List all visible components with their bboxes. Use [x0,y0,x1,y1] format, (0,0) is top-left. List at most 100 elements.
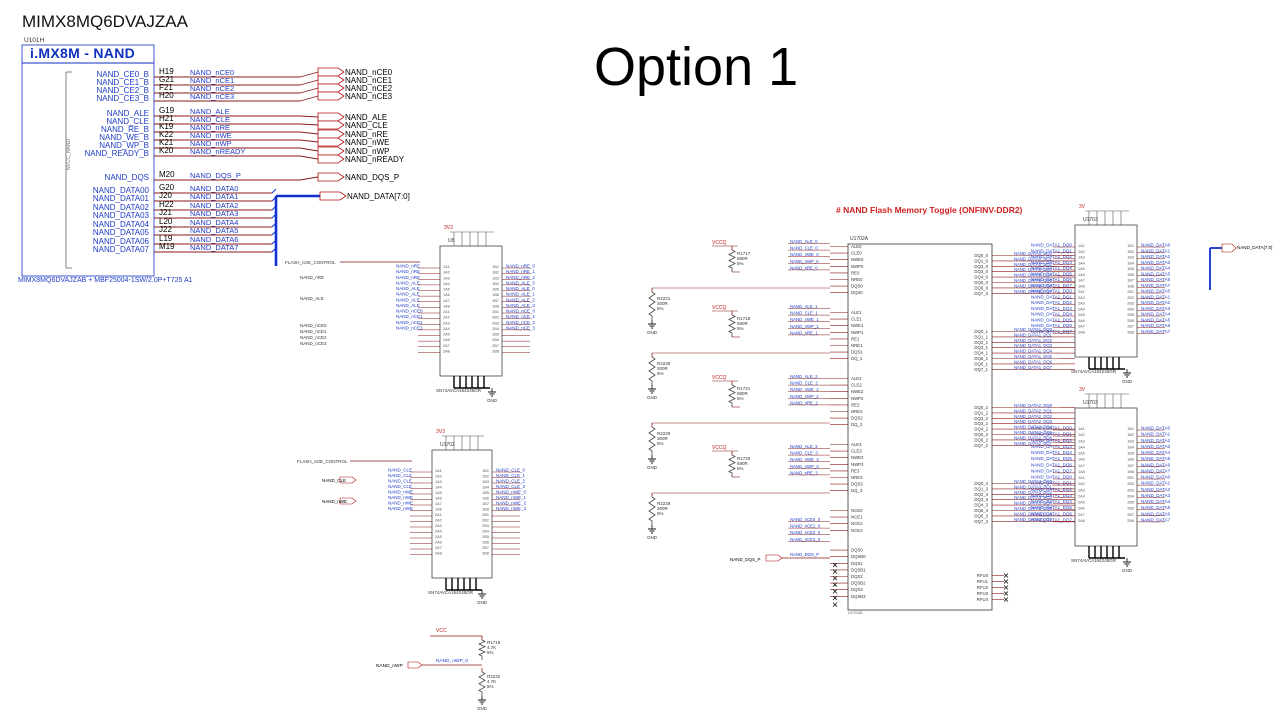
wp-r-top [478,639,486,660]
flash-rfu-nc-2 [1003,585,1009,590]
port-nand_ale [317,112,345,122]
buf-u1703b-ref: U1703 [1083,400,1098,406]
buf-u8-in-nce0: NAND_nCE0 [300,323,327,328]
flash-lpin-16: DQS1 [851,350,863,355]
buf-u1702-a11: 2A4 [435,530,442,534]
buf-u1702-a4: 1A5 [435,491,442,495]
buf-u1702-a15: 2A8 [435,552,442,556]
buf-u1703a-b0: 1B1 [1127,244,1134,248]
buf-u1702-b2: 1B3 [482,480,489,484]
flash-lpin-48: DQS1 [851,561,863,566]
buf-u1702-outlabel-4: NAND_nWE_0 [496,490,527,495]
flash-rfu-4: RFU4 [977,597,989,602]
flash-rpin-2-6: DQ6_2 [974,437,988,442]
buf-u8-b1: 1B2 [492,271,499,275]
soc-ball-h21: H21 [159,114,174,123]
buf-u1702-outlabel-5: NAND_nWE_1 [496,495,527,500]
buf-u1703a-outlabel-15: NAND_DATA7 [1141,329,1171,334]
buf-u1702-a3: 1A4 [435,486,442,490]
flash-lpin-49: DQSB1 [851,567,866,572]
pullup-res-2-ref: R1721 [737,386,751,391]
port-wire-diag-4 [299,115,319,118]
flash-rpin-3-7: DQ7_3 [974,519,988,524]
buf-u1702-b0: 1B1 [482,469,489,473]
buf-u1702-a13: 2A6 [435,541,442,545]
buf-u1702-b15: 2B8 [482,552,489,556]
flash-lpin-25: NRE2 [851,409,863,414]
soc-ball-g19: G19 [159,106,175,115]
soc-net-nand_nce3: NAND_nCE3 [190,92,234,101]
buf-u1702-b6: 1B7 [482,502,489,506]
buf-u1702-a12: 2A5 [435,535,442,539]
pullup-res-0-ref: R1717 [737,251,751,256]
buf-u1703a-a8: 2A1 [1078,290,1085,294]
buf-u1702-outlabel-3: NAND_CLE_3 [496,484,526,489]
pullup-supply-1: VCCQ [712,305,727,311]
buf-u1703b-gnd-label: GND [1122,568,1133,573]
soc-net-nand_data3: NAND_DATA3 [190,209,238,218]
flash-rnet-0-5: NAND_DATA0_DQ5 [1014,278,1053,283]
flash-lpin-47: DQSB0 [851,554,866,559]
port-nand_dqs_p [317,172,345,182]
flash-lpin-32: NWE3 [851,455,864,460]
pulldown-gnd-0-label: GND [647,330,658,335]
flash-rpin-0-4: DQ4_0 [974,275,988,280]
buf-u8-b8: 2B1 [492,310,499,314]
buf-u1703a-ref: U1703 [1083,217,1098,223]
soc-pin-nand_ce2_b: NAND_CE2_B [97,86,149,95]
flash-lpin-41: NCE1 [851,515,863,520]
buf-u1703a-outlabel-6: NAND_DATA6 [1141,277,1171,282]
flash-rnet-3-1: NAND_DATA3_DQ1 [1014,484,1053,489]
soc-net-nand_nwp: NAND_nWP [190,139,232,148]
buf-u8-gnd-label: GND [487,398,498,403]
port-nand_nce0 [317,67,345,77]
flash-lpin-50: DQS2 [851,574,863,579]
buf-u1703a-outlabel-0: NAND_DATA0 [1141,243,1171,248]
flash-rpin-0-0: DQ0_0 [974,253,988,258]
wp-r-bottom [478,671,486,696]
port-nand_nce3 [317,91,345,101]
port-wire-diag-0 [299,71,319,78]
pulldown-res-2-value: 300R [657,436,669,441]
soc-ball-g20: G20 [159,183,175,192]
buf-u1703a-outlabel-3: NAND_DATA3 [1141,260,1171,265]
buf-u8-in-nce2: NAND_nCE2 [300,335,327,340]
flash-rfu-2: RFU2 [977,585,989,590]
buf-u8-inlabel-3: NAND_ALE [396,280,420,285]
buf-u1703b-outlabel-13: NAND_DATA5 [1141,505,1171,510]
buf-u1702-power: 3V3 [436,429,445,435]
buf-u1703a-inlabel-2: NAND_DATA1_DQ2 [1031,254,1072,259]
pulldown-res-2-ref: R2229 [657,431,671,436]
buf-u1703b-outlabel-14: NAND_DATA6 [1141,511,1171,516]
soc-pin-nand_wp_b: NAND_WP_B [99,141,149,150]
wp-out-net: NAND_nWP_0 [436,658,468,664]
buf-u1703a-b10: 2B3 [1127,302,1134,306]
buf-u8-a0: 1A1 [443,265,450,269]
buf-u1702-b3: 1B4 [482,486,489,490]
flash-lpin-13: NWP1 [851,330,864,335]
flash-rnet-3-3: NAND_DATA3_DQ3 [1014,495,1053,500]
port-wire-diag-10 [299,176,319,181]
buf-u8-inlabel-1: NAND_nRE [396,269,420,274]
buf-u1703b-b5: 1B6 [1127,458,1134,462]
soc-pin-nand_ready_b: NAND_READY_B [85,149,149,158]
flash-ce-net-3: NAND_nCE3_0 [790,537,821,542]
soc-net-nand_nready: NAND_nREADY [190,147,245,156]
buf-u1702-inlabel-7: NAND_nWE [388,506,413,511]
buf-u1703a-body [1074,224,1138,358]
soc-pin-nand_dqs: NAND_DQS [105,173,149,182]
buf-u1702-in-nwe-port [339,497,357,505]
flash-rnet-3-7: NAND_DATA3_DQ7 [1014,517,1053,522]
soc-net-nand_data5: NAND_DATA5 [190,226,238,235]
soc-net-nand_data4: NAND_DATA4 [190,218,238,227]
soc-pin-nand_ce3_b: NAND_CE3_B [97,94,149,103]
flash-rnet-0-1: NAND_DATA0_DQ1 [1014,256,1053,261]
pulldown-gnd-1-label: GND [647,395,658,400]
buf-u1703a-outlabel-12: NAND_DATA4 [1141,312,1171,317]
flash-lpin-53: DQSB3 [851,594,866,599]
flash-net-2-3: NAND_nWP_2 [790,394,819,399]
buf-u8-a9: 2A2 [443,316,450,320]
buf-u1703a-gnd-label: GND [1122,379,1133,384]
soc-power-label: NVCC_NAND [66,138,72,170]
